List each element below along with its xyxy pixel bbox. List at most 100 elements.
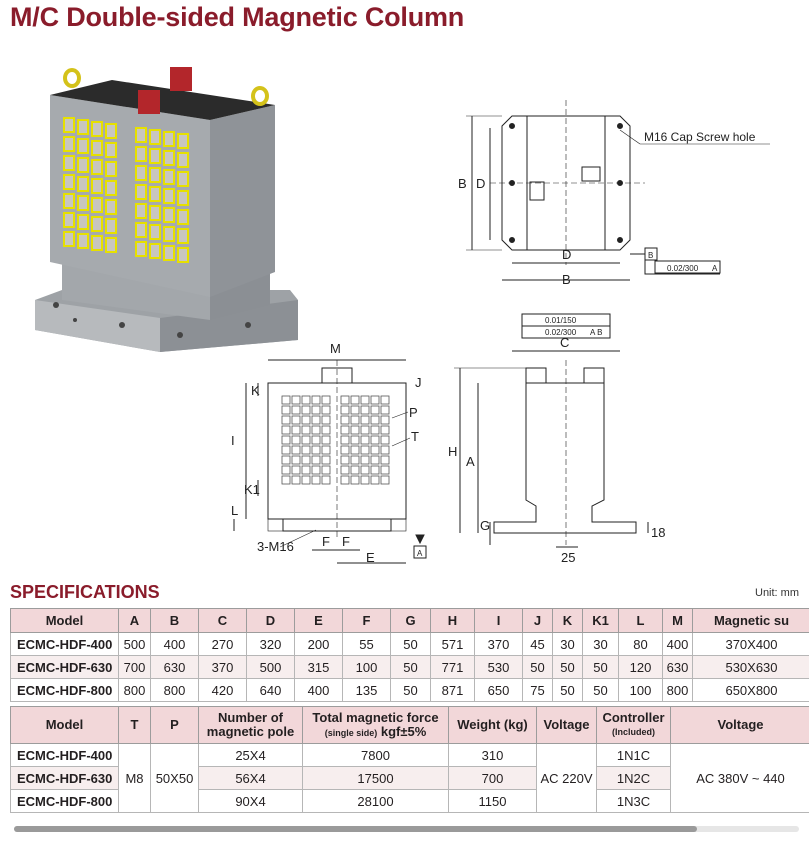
pole-square — [340, 475, 350, 485]
weight-cell: 1150 — [448, 789, 537, 813]
t-cell: M8 — [118, 743, 151, 813]
front-pole-grid — [281, 395, 390, 485]
pole-square — [321, 415, 331, 425]
pole-square — [350, 395, 360, 405]
pole-square — [281, 425, 291, 435]
spec-column-header: J — [522, 608, 553, 633]
col-p: P — [150, 706, 199, 744]
weight-cell: 310 — [448, 743, 537, 767]
page-title: M/C Double-sided Magnetic Column — [10, 2, 465, 32]
pole-square — [311, 405, 321, 415]
pole-square — [291, 445, 301, 455]
pole-square — [370, 435, 380, 445]
dim-label-a: A — [466, 454, 475, 469]
table-cell: 530 — [474, 655, 523, 679]
controller-cell: 1N1C — [596, 743, 671, 767]
pole-square — [301, 445, 311, 455]
col-controller: Controller(Included) — [596, 706, 671, 744]
pole-square — [281, 445, 291, 455]
pole-square — [380, 435, 390, 445]
spec-table-electrical: Model T P Number of magnetic pole Total … — [10, 706, 809, 813]
table-cell: 650 — [474, 678, 523, 702]
table-cell: 120 — [618, 655, 663, 679]
table-cell: 571 — [430, 632, 475, 656]
table-cell: 30 — [552, 632, 583, 656]
table-cell: 370X400 — [692, 632, 809, 656]
pole-square — [291, 395, 301, 405]
pole-square — [340, 415, 350, 425]
col-weight: Weight (kg) — [448, 706, 537, 744]
dim-label-f: F — [322, 534, 330, 549]
model-cell: ECMC-HDF-400 — [10, 743, 119, 767]
specifications-title: SPECIFICATIONS — [10, 582, 160, 602]
top-view-drawing — [466, 100, 770, 281]
spec-column-header: Magnetic su — [692, 608, 809, 633]
col-voltage: Voltage — [536, 706, 597, 744]
pole-square — [321, 405, 331, 415]
poles-cell: 25X4 — [198, 743, 303, 767]
col-model: Model — [10, 706, 119, 744]
p-cell: 50X50 — [150, 743, 199, 813]
pole-square — [370, 415, 380, 425]
pole-square — [311, 445, 321, 455]
pole-square — [301, 405, 311, 415]
table-cell: 400 — [294, 678, 343, 702]
pole-square — [321, 395, 331, 405]
model-cell: ECMC-HDF-800 — [10, 789, 119, 813]
table-cell: 700 — [118, 655, 151, 679]
dim-label-m: M — [330, 341, 341, 356]
col-poles: Number of magnetic pole — [198, 706, 303, 744]
force-cell: 17500 — [302, 766, 449, 790]
horizontal-scrollbar[interactable] — [14, 826, 799, 832]
table-cell: 771 — [430, 655, 475, 679]
col-voltage-2: Voltage — [670, 706, 809, 744]
pole-square — [370, 465, 380, 475]
spec-column-header: A — [118, 608, 151, 633]
table-cell: 640 — [246, 678, 295, 702]
pole-square — [370, 445, 380, 455]
voltage2-cell: AC 380V ~ 440 — [670, 743, 809, 813]
pole-square — [291, 435, 301, 445]
spec-column-header: G — [390, 608, 431, 633]
dim-label-i: I — [231, 433, 235, 448]
table-cell: 800 — [150, 678, 199, 702]
pole-square — [291, 405, 301, 415]
scrollbar-thumb[interactable] — [14, 826, 697, 832]
spec-column-header: H — [430, 608, 475, 633]
controller-cell: 1N2C — [596, 766, 671, 790]
pole-square — [350, 475, 360, 485]
table-cell: 500 — [118, 632, 151, 656]
model-cell: ECMC-HDF-630 — [10, 655, 119, 679]
table-cell: 200 — [294, 632, 343, 656]
pole-square — [360, 425, 370, 435]
pole-square — [370, 405, 380, 415]
table-cell: 50 — [390, 678, 431, 702]
force-cell: 28100 — [302, 789, 449, 813]
pole-square — [291, 475, 301, 485]
pole-square — [311, 395, 321, 405]
pole-square — [281, 475, 291, 485]
pole-square — [380, 415, 390, 425]
pole-square — [370, 455, 380, 465]
table-cell: 650X800 — [692, 678, 809, 702]
pole-square — [291, 455, 301, 465]
dim-label-f2: F — [342, 534, 350, 549]
pole-square — [370, 425, 380, 435]
spec-column-header: B — [150, 608, 199, 633]
pole-square — [311, 425, 321, 435]
table-cell: 45 — [522, 632, 553, 656]
tolerance-label-2: 0.01/150 — [545, 316, 577, 325]
cap-screw-label: M16 Cap Screw hole — [644, 130, 756, 144]
pole-square — [281, 395, 291, 405]
spec-column-header: K1 — [582, 608, 619, 633]
pole-square — [380, 405, 390, 415]
pole-square — [380, 455, 390, 465]
pole-square — [370, 475, 380, 485]
pole-square — [321, 445, 331, 455]
pole-square — [301, 415, 311, 425]
tolerance-label-3: 0.02/300 — [545, 328, 577, 337]
table-cell: 50 — [582, 655, 619, 679]
pole-square — [301, 395, 311, 405]
